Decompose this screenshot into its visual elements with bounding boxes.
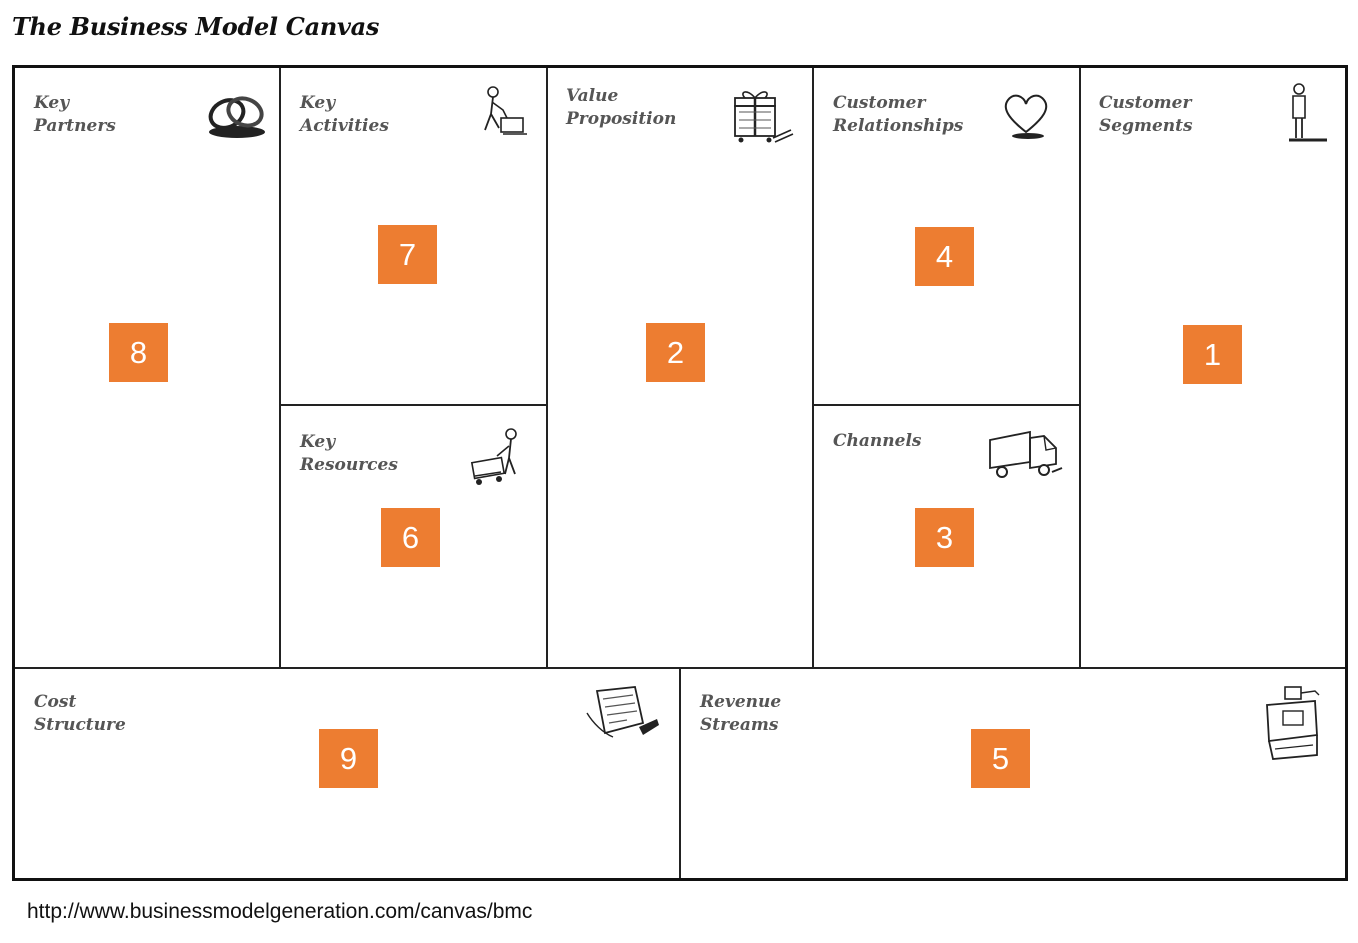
block-number-badge: 1 bbox=[1183, 325, 1242, 384]
customer-relationships-label: Customer Relationships bbox=[833, 92, 963, 138]
key-resources-block: Key Resources 6 bbox=[281, 406, 546, 667]
page-title: The Business Model Canvas bbox=[12, 12, 380, 41]
label-line: Resources bbox=[300, 455, 398, 475]
cash-register-icon bbox=[1259, 683, 1329, 765]
heart-icon bbox=[1000, 90, 1054, 140]
label-line: Proposition bbox=[566, 109, 677, 129]
block-number-badge: 8 bbox=[109, 323, 168, 382]
business-model-canvas: Key Partners 8 Key Activities bbox=[12, 65, 1348, 881]
block-number-badge: 5 bbox=[971, 729, 1030, 788]
divider bbox=[1079, 68, 1081, 668]
label-line: Activities bbox=[300, 116, 389, 136]
label-line: Channels bbox=[833, 431, 922, 451]
chain-links-icon bbox=[203, 90, 269, 142]
key-resources-label: Key Resources bbox=[300, 431, 398, 477]
label-line: Key bbox=[300, 432, 336, 452]
label-line: Key bbox=[300, 93, 336, 113]
divider bbox=[679, 668, 681, 878]
channels-label: Channels bbox=[833, 430, 921, 453]
label-line: Partners bbox=[34, 116, 116, 136]
gift-box-icon bbox=[729, 86, 795, 150]
label-line: Segments bbox=[1099, 116, 1193, 136]
divider bbox=[546, 68, 548, 668]
block-number-badge: 3 bbox=[915, 508, 974, 567]
block-number-badge: 9 bbox=[319, 729, 378, 788]
customer-segments-block: Customer Segments 1 bbox=[1081, 68, 1345, 667]
revenue-streams-label: Revenue Streams bbox=[700, 691, 781, 737]
label-line: Cost bbox=[34, 692, 77, 712]
label-line: Structure bbox=[34, 715, 126, 735]
divider bbox=[279, 404, 546, 406]
label-line: Relationships bbox=[833, 116, 964, 136]
price-tag-icon bbox=[583, 683, 663, 743]
channels-block: Channels 3 bbox=[814, 406, 1079, 667]
cost-structure-label: Cost Structure bbox=[34, 691, 126, 737]
block-number-badge: 2 bbox=[646, 323, 705, 382]
customer-segments-label: Customer Segments bbox=[1099, 92, 1193, 138]
block-number-badge: 7 bbox=[378, 225, 437, 284]
key-partners-label: Key Partners bbox=[34, 92, 116, 138]
key-activities-label: Key Activities bbox=[300, 92, 389, 138]
delivery-truck-icon bbox=[986, 428, 1066, 488]
block-number-badge: 6 bbox=[381, 508, 440, 567]
key-partners-block: Key Partners 8 bbox=[15, 68, 279, 667]
revenue-streams-block: Revenue Streams 5 bbox=[681, 669, 1345, 878]
value-proposition-block: Value Proposition 2 bbox=[548, 68, 812, 667]
block-number-badge: 4 bbox=[915, 227, 974, 286]
worker-with-cart-icon bbox=[469, 426, 529, 490]
label-line: Customer bbox=[833, 93, 926, 113]
label-line: Customer bbox=[1099, 93, 1192, 113]
cost-structure-block: Cost Structure 9 bbox=[15, 669, 679, 878]
customer-relationships-block: Customer Relationships 4 bbox=[814, 68, 1079, 404]
source-url: http://www.businessmodelgeneration.com/c… bbox=[27, 900, 533, 923]
divider bbox=[279, 68, 281, 668]
value-proposition-label: Value Proposition bbox=[566, 85, 676, 131]
label-line: Revenue bbox=[700, 692, 782, 712]
key-activities-block: Key Activities 7 bbox=[281, 68, 546, 404]
person-icon bbox=[1281, 82, 1331, 146]
divider bbox=[812, 68, 814, 668]
worker-icon bbox=[477, 84, 533, 140]
label-line: Value bbox=[566, 86, 619, 106]
label-line: Key bbox=[34, 93, 70, 113]
divider bbox=[812, 404, 1079, 406]
label-line: Streams bbox=[700, 715, 779, 735]
